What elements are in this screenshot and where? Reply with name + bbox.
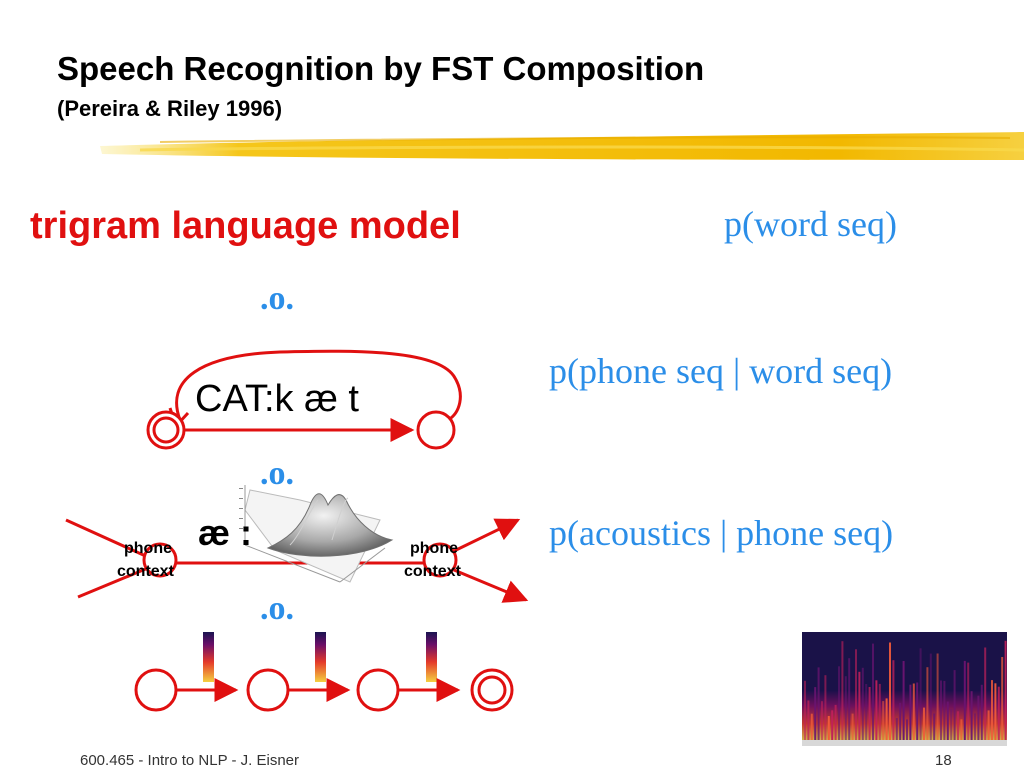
lexicon-arc-label: CAT:k æ t	[195, 378, 359, 420]
sequence-final-state-inner	[477, 675, 507, 705]
prob-phone-given-word: p(phone seq | word seq)	[549, 351, 893, 391]
context-left-label-line1: phone	[124, 540, 172, 557]
sequence-state-2	[246, 668, 290, 712]
slide-subtitle: (Pereira & Riley 1996)	[57, 96, 283, 121]
sequence-state-3	[356, 668, 400, 712]
context-in-arc-top	[65, 518, 151, 560]
acoustic-fst	[65, 518, 529, 603]
footer-page-number: 18	[935, 752, 952, 769]
lexicon-start-state-inner	[152, 416, 180, 444]
frame-strip-3-icon	[426, 632, 437, 682]
slide-title: Speech Recognition by FST Composition	[57, 50, 705, 87]
frame-strip-2-icon	[315, 632, 326, 682]
lexicon-loop-arc	[175, 349, 462, 422]
context-out-arc-bottom	[453, 568, 529, 603]
context-out-arc-top	[451, 518, 521, 554]
compose-operator-1: .o.	[260, 280, 294, 317]
prob-acoustics-given-phone: p(acoustics | phone seq)	[549, 513, 894, 553]
acoustic-arc-label: æ :	[198, 512, 252, 553]
acoustic-left-state	[142, 542, 178, 578]
prob-word-seq: p(word seq)	[724, 204, 897, 244]
lexicon-fst	[146, 349, 462, 450]
gaussian-surface-icon	[239, 485, 394, 583]
language-model-label: trigram language model	[30, 205, 461, 247]
compose-operator-3: .o.	[260, 590, 294, 627]
sequence-state-1	[134, 668, 178, 712]
acoustic-sequence-fst	[134, 668, 514, 712]
compose-operator-2: .o.	[260, 455, 294, 492]
context-right-label-line1: phone	[410, 540, 458, 557]
acoustic-right-state	[422, 542, 458, 578]
context-left-label-line2: context	[117, 563, 174, 580]
context-right-label-line2: context	[404, 563, 461, 580]
title-highlighter	[100, 132, 1024, 160]
lexicon-end-state	[416, 410, 456, 450]
footer-course: 600.465 - Intro to NLP - J. Eisner	[80, 752, 300, 769]
acoustic-frame-strips	[203, 632, 437, 682]
context-in-arc-bottom	[77, 566, 149, 599]
frame-strip-1-icon	[203, 632, 214, 682]
spectrogram-icon	[802, 632, 1007, 746]
